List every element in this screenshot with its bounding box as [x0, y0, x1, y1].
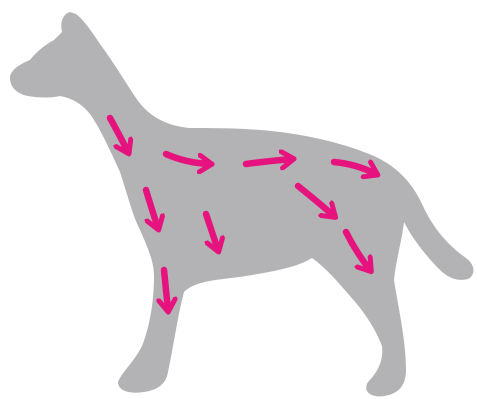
arrow-hind-leg — [342, 228, 370, 270]
arrow-back-mid — [242, 159, 292, 164]
arrow-belly — [202, 210, 218, 250]
arrow-chest-1 — [106, 114, 128, 152]
arrow-hip — [294, 182, 334, 216]
dog-silhouette — [10, 12, 474, 397]
arrow-back-rear — [330, 158, 376, 174]
arrow-shoulder — [162, 150, 210, 164]
arrow-front-leg-lower — [164, 266, 168, 310]
arrow-front-leg-upper — [142, 186, 158, 228]
